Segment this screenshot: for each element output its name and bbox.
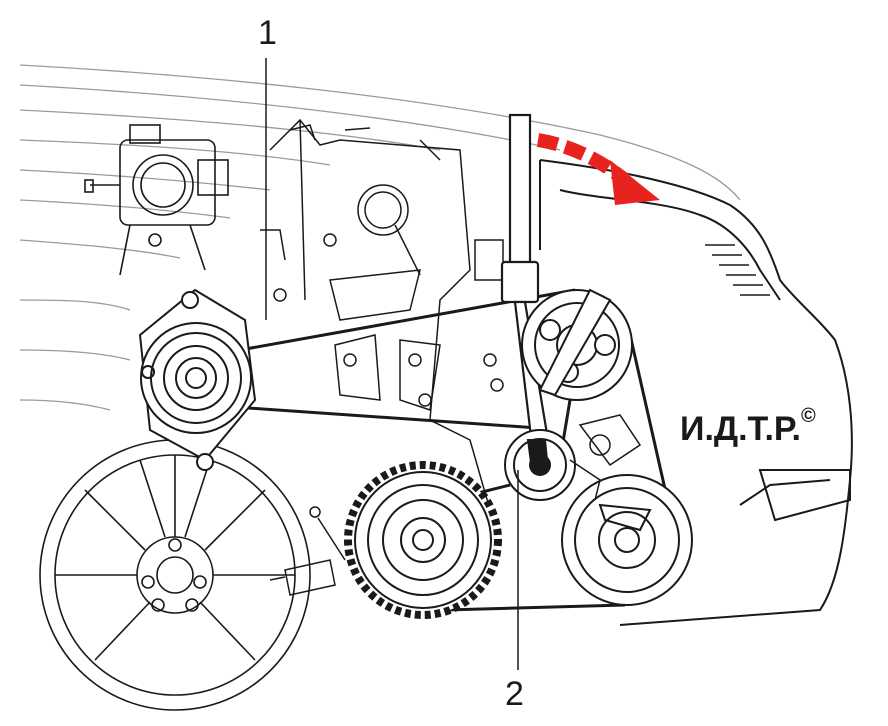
body-contour-lines — [19, 64, 741, 411]
tensioner-pulley — [504, 429, 576, 501]
callout-2-label: 2 — [505, 675, 524, 713]
engine-block — [260, 118, 504, 511]
crankshaft-pulley — [344, 461, 502, 619]
watermark: И.Д.Т.Р.© — [680, 405, 816, 449]
curved-red-arrow-icon — [536, 133, 660, 205]
fender-outline — [539, 159, 853, 626]
engine-mount-detail — [569, 414, 642, 501]
vent-slats — [705, 244, 770, 296]
tensioner-wrench — [500, 113, 550, 447]
copyright-symbol: © — [800, 404, 816, 427]
callout-1-label: 1 — [258, 14, 277, 52]
watermark-text: И.Д.Т.Р. — [680, 410, 801, 448]
alternator — [138, 288, 257, 471]
ac-compressor-pulley — [561, 474, 693, 606]
power-steering-pulley — [521, 288, 633, 401]
leader-lines — [265, 58, 519, 670]
wheel — [39, 439, 311, 711]
sensor-connector — [269, 506, 346, 596]
throttle-body — [84, 124, 229, 276]
